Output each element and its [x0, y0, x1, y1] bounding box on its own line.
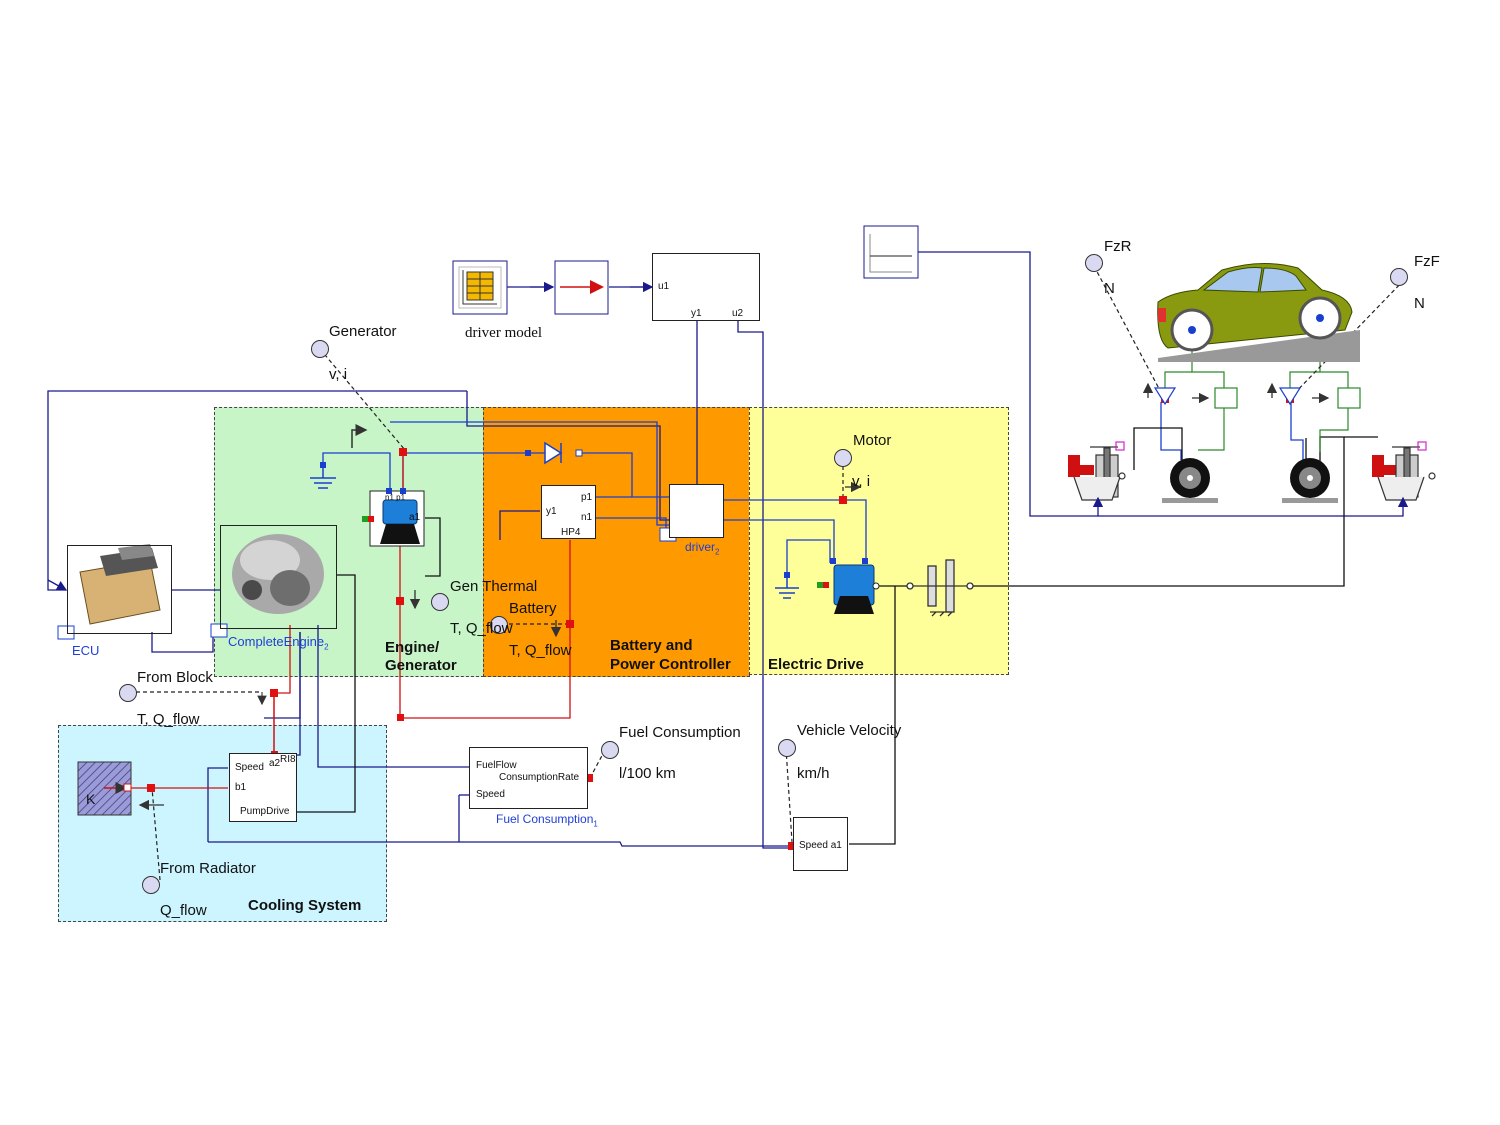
- pump-a2-port: a2: [269, 758, 281, 769]
- mechanical-wires: [296, 427, 1378, 845]
- fuel-speed-port: Speed: [476, 789, 505, 800]
- source-block-icon: [863, 225, 919, 279]
- pump-b1-port: b1: [235, 782, 247, 793]
- generator-label: Generator: [329, 323, 397, 340]
- engine-picture: [232, 534, 324, 614]
- driver-subscript: 2: [715, 547, 720, 557]
- from-radiator-sensor[interactable]: [142, 876, 160, 894]
- battery-sensor[interactable]: [490, 616, 508, 634]
- battery-label: Battery: [509, 600, 557, 617]
- fuel-block-subscript: 1: [593, 819, 598, 829]
- from-radiator-label: From Radiator: [160, 860, 256, 877]
- gen-top-ports: n1 p1: [385, 493, 406, 502]
- radiator-k-block: [77, 761, 132, 816]
- fuel-unit-label: l/100 km: [619, 765, 676, 782]
- pump-speed-port: Speed: [235, 762, 264, 773]
- driver-name-text: driver: [685, 540, 716, 554]
- rear-wheel: [1162, 458, 1218, 503]
- pump-ri8-port: RI8: [280, 754, 296, 765]
- front-brake: [1372, 441, 1436, 501]
- engine-region-title-1: Engine/: [385, 639, 440, 656]
- generator-machine: [362, 488, 425, 547]
- block-t-q-flow-label: T, Q_flow: [137, 711, 200, 728]
- driver-u1-port: u1: [658, 281, 670, 292]
- gearbox-symbol: [906, 559, 974, 617]
- pump-drive-port: PumpDrive: [240, 806, 290, 817]
- complete-engine-block[interactable]: [220, 525, 337, 629]
- electric-drive-region: [749, 407, 1009, 675]
- consumption-rate-port: ConsumptionRate: [499, 772, 580, 783]
- vehicle-velocity-label: Vehicle Velocity: [797, 722, 902, 739]
- ground-symbols: [310, 466, 799, 599]
- fzr-unit-label: N: [1104, 280, 1115, 297]
- ecu-picture: [79, 544, 161, 625]
- driver-y1-port: y1: [691, 308, 702, 319]
- speed-a1-port: Speed a1: [799, 840, 842, 851]
- front-wheel: [1282, 458, 1338, 503]
- signal-wires: [47, 251, 1404, 849]
- fzf-unit-label: N: [1414, 295, 1425, 312]
- from-block-sensor[interactable]: [119, 684, 137, 702]
- fuel-consumption-label: Fuel Consumption: [619, 724, 741, 741]
- diode-symbol: [525, 441, 583, 465]
- hp4-controller-block[interactable]: [541, 485, 596, 539]
- fuel-block-name: Fuel Consumption1: [496, 812, 598, 828]
- fzf-sensor[interactable]: [1390, 268, 1408, 286]
- car-illustration: [1157, 262, 1360, 362]
- q-flow-label: Q_flow: [160, 902, 207, 919]
- hp-y1-port: y1: [546, 506, 557, 517]
- table-icon: [452, 260, 508, 315]
- cooling-region-title: Cooling System: [248, 897, 362, 914]
- driver2-block[interactable]: [669, 484, 724, 538]
- fzr-label: FzR: [1104, 238, 1132, 255]
- velocity-unit-label: km/h: [797, 765, 830, 782]
- complete-engine-name: CompleteEngine2: [228, 634, 329, 652]
- fzf-label: FzF: [1414, 253, 1440, 270]
- wheel-force-sensors: [1153, 387, 1302, 406]
- filter-block-icon: [554, 260, 609, 315]
- battery-t-q-flow-label: T, Q_flow: [509, 642, 572, 659]
- fuel-block-name-text: Fuel Consumption: [496, 812, 594, 826]
- motor-sensor[interactable]: [834, 449, 852, 467]
- vehicle-velocity-sensor[interactable]: [778, 739, 796, 757]
- sensor-dashed-lines: [136, 265, 1405, 881]
- ecu-name: ECU: [72, 643, 100, 658]
- complete-engine-subscript: 2: [324, 642, 329, 652]
- cooling-system-region: [58, 725, 387, 922]
- fuel-consumption-block[interactable]: [469, 747, 588, 809]
- gen-a1-port: a1: [409, 512, 421, 523]
- battery-region-title-1: Battery and: [610, 637, 693, 654]
- hp-n1-port: n1: [581, 512, 593, 523]
- fuel-flow-port: FuelFlow: [476, 760, 517, 771]
- battery-region-title-2: Power Controller: [610, 656, 731, 673]
- gen-t-q-flow-label: T, Q_flow: [450, 620, 513, 637]
- radiator-k-label: K: [86, 791, 96, 807]
- motor-machine: [817, 558, 880, 614]
- complete-engine-name-text: CompleteEngine: [228, 634, 325, 649]
- hp4-label: HP4: [561, 527, 581, 538]
- drive-region-title: Electric Drive: [768, 656, 864, 673]
- fuel-consumption-sensor[interactable]: [601, 741, 619, 759]
- motor-vi-label: v, i: [852, 473, 871, 490]
- fzr-sensor[interactable]: [1085, 254, 1103, 272]
- driver-u2-port: u2: [732, 308, 744, 319]
- generator-sensor[interactable]: [311, 340, 329, 358]
- driver-model-label: driver model: [465, 325, 543, 341]
- generator-vi-label: v, i: [329, 366, 348, 383]
- gen-thermal-label: Gen Thermal: [450, 578, 538, 595]
- pump-drive-block[interactable]: [229, 753, 297, 822]
- gen-thermal-sensor[interactable]: [431, 593, 449, 611]
- motor-label: Motor: [853, 432, 892, 449]
- engine-region-title-2: Generator: [385, 657, 457, 674]
- hp-p1-port: p1: [581, 492, 593, 503]
- driver-controller-block[interactable]: [652, 253, 760, 321]
- rear-brake: [1068, 441, 1126, 501]
- from-block-label: From Block: [137, 669, 213, 686]
- speed-sensor-block[interactable]: [793, 817, 848, 871]
- ecu-block[interactable]: [67, 545, 172, 634]
- driver-name: driver2: [685, 540, 719, 556]
